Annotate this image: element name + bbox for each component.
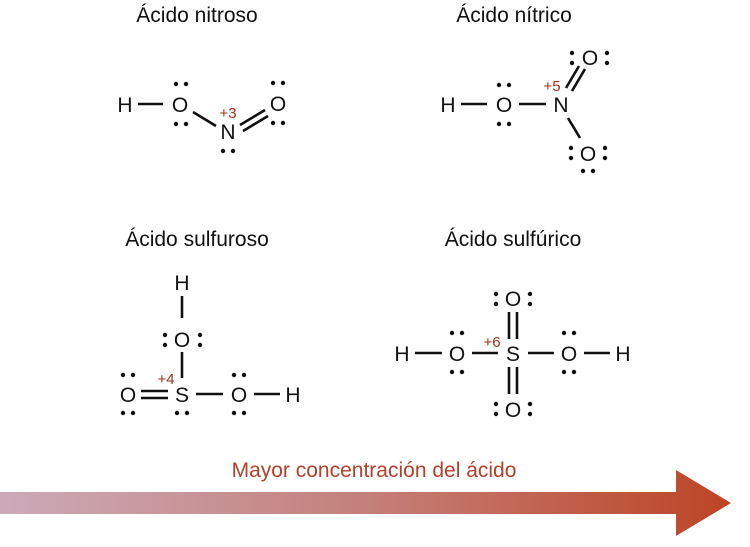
nitrous-acid-structure: Ácido nitroso H O +3 N O	[117, 4, 286, 154]
atom-h: H	[615, 343, 630, 366]
atom-n: N	[553, 94, 568, 117]
lone-pairs	[561, 330, 577, 375]
double-bond	[564, 65, 581, 89]
sulfuric-acid-structure: Ácido sulfúrico H O +6 S O H O O	[394, 228, 630, 422]
lone-pairs	[162, 332, 203, 348]
molecule-title: Ácido sulfúrico	[445, 228, 582, 251]
gradient-arrow-icon	[0, 470, 731, 536]
single-bond	[192, 110, 217, 128]
double-bond	[242, 114, 269, 133]
molecule-title: Ácido nitroso	[136, 4, 257, 27]
atom-o: O	[505, 288, 521, 311]
lone-pairs	[568, 145, 608, 174]
atom-o: O	[580, 143, 596, 166]
acid-strength-arrow: Mayor concentración del ácido	[0, 459, 731, 536]
arrow-label: Mayor concentración del ácido	[232, 459, 517, 482]
atom-n: N	[220, 121, 235, 144]
molecule-title: Ácido sulfuroso	[125, 228, 269, 251]
lone-pairs	[173, 81, 189, 127]
atom-o: O	[231, 384, 247, 407]
lone-pairs	[496, 82, 512, 127]
atom-o: O	[270, 93, 286, 116]
atom-o: O	[120, 384, 136, 407]
atom-h: H	[117, 94, 132, 117]
lone-pairs	[449, 330, 465, 375]
lone-pairs	[270, 80, 286, 126]
lone-pairs	[493, 401, 533, 417]
nitric-acid-structure: Ácido nítrico H O +5 N O O	[440, 4, 610, 174]
atom-o: O	[172, 94, 188, 117]
sulfurous-acid-structure: Ácido sulfuroso H O O +4 S O H	[120, 228, 301, 416]
double-bond	[570, 68, 587, 92]
lone-pairs	[174, 410, 190, 416]
atom-s: S	[175, 384, 189, 407]
atom-o: O	[505, 399, 521, 422]
atom-h: H	[440, 94, 455, 117]
atom-o: O	[449, 343, 465, 366]
lone-pairs	[569, 50, 610, 66]
atom-s: S	[506, 343, 520, 366]
atom-o: O	[496, 94, 512, 117]
lone-pairs	[493, 291, 533, 307]
atom-o: O	[174, 329, 190, 352]
lone-pairs	[231, 372, 247, 416]
lone-pairs	[220, 148, 236, 154]
atom-h: H	[285, 384, 300, 407]
atom-o: O	[561, 343, 577, 366]
oxidation-state-label: +6	[483, 334, 500, 351]
oxidation-state-label: +3	[219, 105, 236, 122]
single-bond	[566, 117, 582, 139]
oxidation-state-label: +5	[543, 78, 560, 95]
atom-h: H	[394, 343, 409, 366]
atom-h: H	[174, 272, 189, 295]
lone-pairs	[120, 372, 136, 416]
oxidation-state-label: +4	[157, 371, 174, 388]
atom-o: O	[582, 47, 598, 70]
molecule-title: Ácido nítrico	[456, 4, 572, 27]
double-bond	[239, 108, 266, 127]
